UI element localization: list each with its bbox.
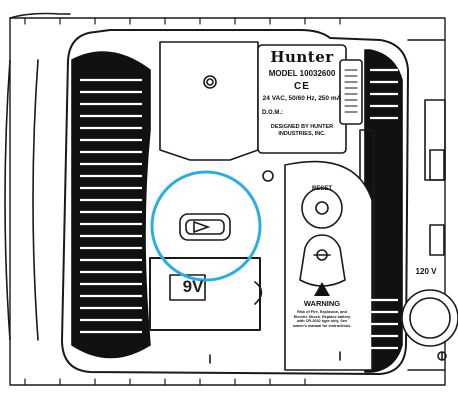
warning-text: Risk of Fire, Explosion, and Electric Sh…: [292, 310, 352, 328]
battery-label: 9V: [182, 277, 204, 296]
top-connector-box: [159, 41, 259, 161]
data-port: [179, 213, 231, 241]
outer-housing: [9, 17, 446, 386]
model-number: MODEL 10032600: [268, 69, 336, 78]
reset-label: RESET: [311, 186, 332, 192]
brand-logo: Hunter: [270, 48, 334, 66]
rating-text: 24 VAC, 50/60 Hz, 250 mA: [262, 95, 342, 102]
voltage-label: 120 V: [415, 267, 437, 276]
designed-by-text: DESIGNED BY HUNTER INDUSTRIES, INC.: [270, 124, 334, 137]
warning-title: WARNING: [303, 299, 341, 308]
back-panel-outline: [61, 29, 409, 375]
warning-icon: [314, 282, 330, 296]
ce-marks: CE: [294, 81, 310, 92]
left-grip: [71, 51, 151, 359]
dom-text: D.O.M.:: [262, 110, 283, 116]
highlight-ring: [150, 170, 262, 282]
screw-hole: [203, 75, 217, 89]
